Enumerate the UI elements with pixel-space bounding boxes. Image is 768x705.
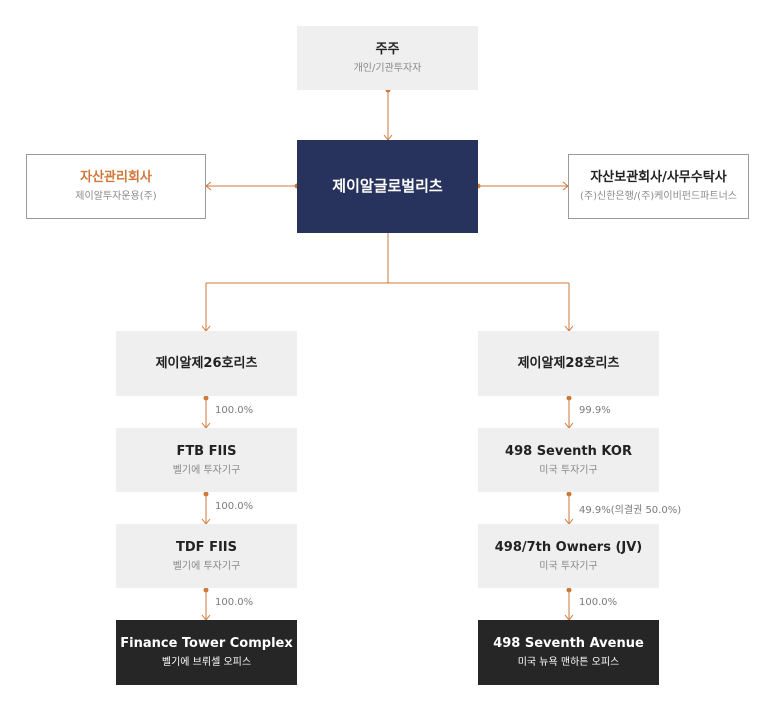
left-ownership-1: 100.0% bbox=[215, 405, 254, 416]
connector-dot bbox=[566, 491, 572, 497]
left-reit-box: 제이알제26호리츠 bbox=[116, 331, 297, 396]
left-asset-title: Finance Tower Complex bbox=[120, 636, 293, 651]
left-asset-subtitle: 벨기에 브뤼셀 오피스 bbox=[161, 657, 252, 668]
left-entity1-title: FTB FIIS bbox=[176, 443, 237, 459]
right-ownership-1: 99.9% bbox=[579, 405, 611, 416]
connector-dot bbox=[566, 395, 572, 401]
left-asset-box: Finance Tower Complex 벨기에 브뤼셀 오피스 bbox=[116, 620, 297, 685]
right-asset-box: 498 Seventh Avenue 미국 뉴욕 맨하튼 오피스 bbox=[478, 620, 659, 685]
left-entity2-subtitle: 벨기에 투자기구 bbox=[172, 560, 241, 572]
left-entity1-box: FTB FIIS 벨기에 투자기구 bbox=[116, 428, 297, 492]
connector-dot bbox=[203, 491, 209, 497]
right-entity2-subtitle: 미국 투자기구 bbox=[539, 560, 598, 572]
right-asset-title: 498 Seventh Avenue bbox=[493, 636, 644, 651]
right-entity1-subtitle: 미국 투자기구 bbox=[539, 464, 598, 476]
center-entity-box: 제이알글로벌리츠 bbox=[297, 140, 478, 233]
right-ownership-3: 100.0% bbox=[579, 597, 618, 608]
right-entity1-box: 498 Seventh KOR 미국 투자기구 bbox=[478, 428, 659, 492]
left-entity1-subtitle: 벨기에 투자기구 bbox=[172, 464, 241, 476]
connector-dot bbox=[203, 395, 209, 401]
left-reit-title: 제이알제26호리츠 bbox=[155, 356, 258, 371]
custodian-subtitle: (주)신한은행/(주)케이비펀드파트너스 bbox=[580, 191, 737, 202]
shareholder-subtitle: 개인/기관투자자 bbox=[353, 62, 422, 74]
right-entity1-title: 498 Seventh KOR bbox=[505, 443, 632, 459]
left-entity2-box: TDF FIIS 벨기에 투자기구 bbox=[116, 524, 297, 588]
connector-dot bbox=[203, 587, 209, 593]
custodian-box: 자산보관회사/사무수탁사 (주)신한은행/(주)케이비펀드파트너스 bbox=[568, 154, 749, 219]
asset-manager-title: 자산관리회사 bbox=[80, 170, 152, 185]
right-ownership-2: 49.9%(의결권 50.0%) bbox=[579, 505, 682, 516]
asset-manager-subtitle: 제이알투자운용(주) bbox=[75, 191, 157, 202]
connector-dot bbox=[566, 587, 572, 593]
left-ownership-2: 100.0% bbox=[215, 501, 254, 512]
right-entity2-box: 498/7th Owners (JV) 미국 투자기구 bbox=[478, 524, 659, 588]
right-entity2-title: 498/7th Owners (JV) bbox=[494, 539, 643, 555]
arrowhead-left bbox=[205, 181, 212, 191]
center-entity-title: 제이알글로벌리츠 bbox=[332, 177, 443, 195]
left-entity2-title: TDF FIIS bbox=[176, 539, 237, 555]
shareholder-box: 주주 개인/기관투자자 bbox=[297, 26, 478, 90]
right-reit-title: 제이알제28호리츠 bbox=[517, 356, 620, 371]
custodian-title: 자산보관회사/사무수탁사 bbox=[590, 170, 727, 185]
left-ownership-3: 100.0% bbox=[215, 597, 254, 608]
shareholder-title: 주주 bbox=[375, 41, 400, 57]
right-reit-box: 제이알제28호리츠 bbox=[478, 331, 659, 396]
asset-manager-box: 자산관리회사 제이알투자운용(주) bbox=[26, 154, 206, 219]
right-asset-subtitle: 미국 뉴욕 맨하튼 오피스 bbox=[517, 657, 620, 668]
